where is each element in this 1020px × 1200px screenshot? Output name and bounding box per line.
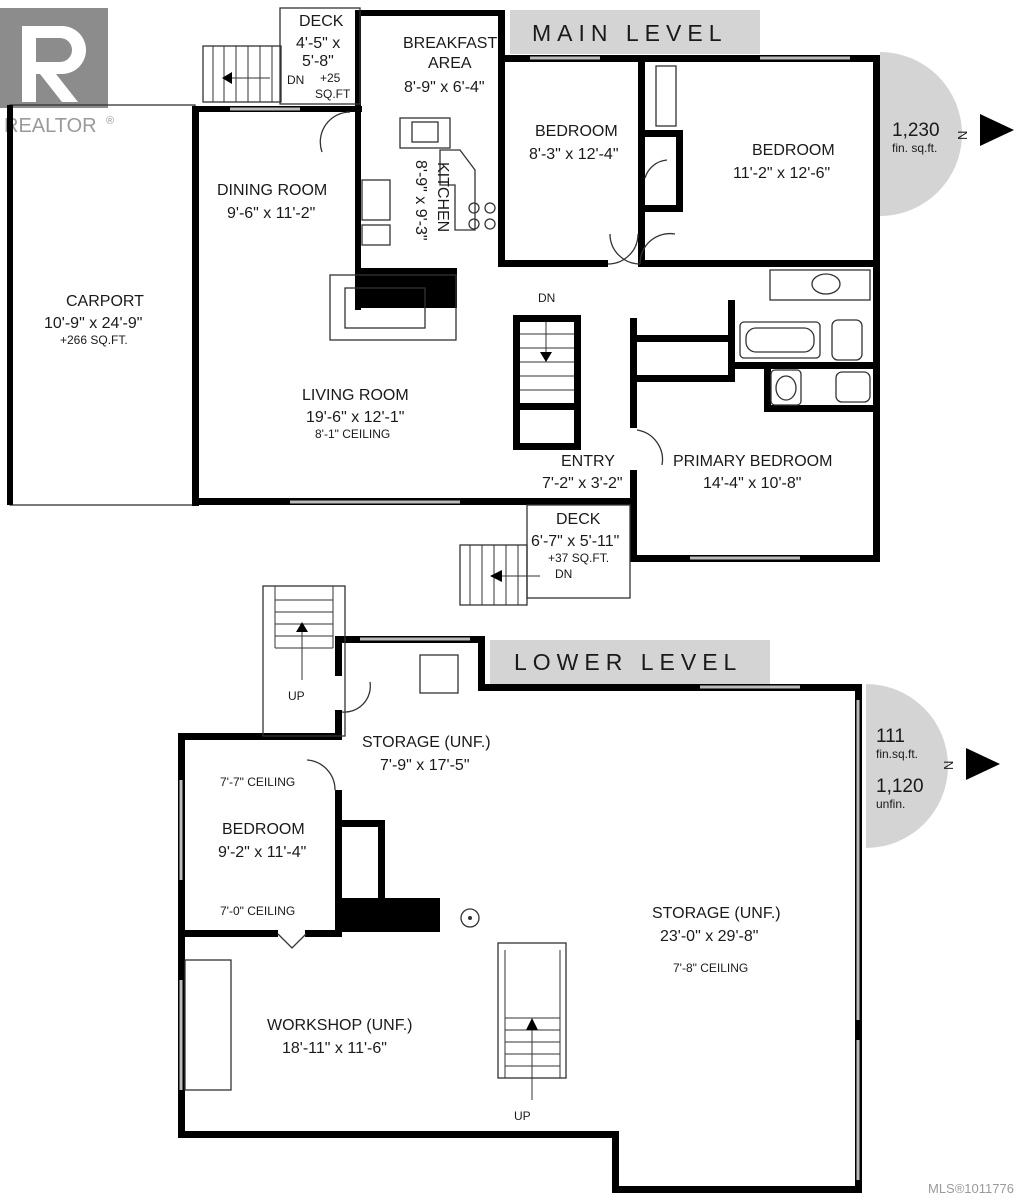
primary-name: PRIMARY BEDROOM — [673, 453, 832, 470]
living-dim: 19'-6" x 12'-1" — [306, 409, 404, 426]
kitchen-name: KITCHEN — [434, 162, 451, 232]
entry-dim: 7'-2" x 3'-2" — [542, 475, 623, 492]
deck-top-dim1: 4'-5" x — [296, 35, 340, 52]
lower-stair-up-label: UP — [288, 689, 305, 703]
breakfast-name2: AREA — [428, 55, 472, 72]
storage-large-ceiling: 7'-8" CEILING — [673, 961, 748, 975]
carport-extra: +266 SQ.FT. — [60, 333, 128, 347]
deck-bottom-name: DECK — [556, 511, 601, 528]
bedroom1-name: BEDROOM — [535, 123, 618, 140]
storage-small-dim: 7'-9" x 17'-5" — [380, 757, 470, 774]
lower-level-walls — [178, 585, 862, 1193]
main-north-label: N — [955, 131, 970, 140]
entry-name: ENTRY — [561, 453, 615, 470]
deck-top-extra2: SQ.FT — [315, 87, 351, 101]
deck-stair-arrow-icon — [222, 72, 232, 84]
breakfast-dim: 8'-9" x 6'-4" — [404, 79, 485, 96]
lower-north-arrow-icon — [966, 748, 1000, 780]
realtor-logo: REALTOR ® — [0, 8, 114, 137]
bedroom-ceiling1: 7'-7" CEILING — [220, 775, 295, 789]
main-level-title: MAIN LEVEL — [532, 20, 728, 46]
main-area-badge: 1,230 fin. sq.ft. N — [880, 52, 1014, 216]
bedroom2-name: BEDROOM — [752, 142, 835, 159]
bedroom1-dim: 8'-3" x 12'-4" — [529, 146, 619, 163]
main-level-labels: DECK 4'-5" x 5'-8" +25 SQ.FT DN BREAKFAS… — [44, 13, 835, 581]
primary-dim: 14'-4" x 10'-8" — [703, 475, 801, 492]
mls-number: MLS®1011776 — [928, 1181, 1014, 1196]
carport-dim: 10'-9" x 24'-9" — [44, 315, 142, 332]
deck-bottom-arrow-icon — [490, 570, 502, 582]
lower-unfin-value: 1,120 — [876, 776, 924, 797]
deck-bottom-stair-label: DN — [555, 567, 572, 581]
center-stair-up-arrow-icon — [526, 1018, 538, 1030]
deck-bottom-dim: 6'-7" x 5'-11" — [531, 533, 619, 550]
living-name: LIVING ROOM — [302, 387, 409, 404]
lower-unfin-unit: unfin. — [876, 797, 905, 811]
living-ceiling: 8'-1" CEILING — [315, 427, 390, 441]
main-area-unit: fin. sq.ft. — [892, 141, 937, 155]
stair-down-arrow-icon — [540, 352, 552, 362]
deck-top-extra1: +25 — [320, 71, 341, 85]
deck-top-name: DECK — [299, 13, 344, 30]
lower-area-badge: 111 fin.sq.ft. 1,120 unfin. N — [866, 684, 1000, 848]
bedroom2-dim: 11'-2" x 12'-6" — [733, 165, 830, 182]
lower-level-labels: UP STORAGE (UNF.) 7'-9" x 17'-5" 7'-7" C… — [218, 689, 781, 1123]
center-stair-up-label: UP — [514, 1109, 531, 1123]
lower-level-header: LOWER LEVEL — [490, 640, 770, 684]
carport-name: CARPORT — [66, 293, 144, 310]
lower-north-label: N — [941, 761, 956, 770]
workshop-name: WORKSHOP (UNF.) — [267, 1017, 412, 1034]
deck-bottom-extra: +37 SQ.FT. — [548, 551, 609, 565]
bedroom-ceiling2: 7'-0" CEILING — [220, 904, 295, 918]
main-level-header: MAIN LEVEL — [510, 10, 760, 54]
realtor-r-logo — [0, 8, 108, 108]
deck-top-dim2: 5'-8" — [302, 53, 334, 70]
workshop-dim: 18'-11" x 11'-6" — [282, 1040, 387, 1057]
lower-fin-unit: fin.sq.ft. — [876, 747, 918, 761]
registered-mark: ® — [106, 115, 114, 127]
dining-name: DINING ROOM — [217, 182, 327, 199]
north-arrow-icon — [980, 114, 1014, 146]
lower-bedroom-name: BEDROOM — [222, 821, 305, 838]
lower-bedroom-dim: 9'-2" x 11'-4" — [218, 844, 306, 861]
lower-fin-value: 111 — [876, 726, 905, 747]
kitchen-dim: 8'-9" x 9'-3" — [412, 160, 429, 241]
deck-top-stair-label: DN — [287, 73, 304, 87]
breakfast-name1: BREAKFAST — [403, 35, 497, 52]
main-level-walls — [7, 7, 880, 606]
dining-dim: 9'-6" x 11'-2" — [227, 205, 315, 222]
lower-stair-up-arrow-icon — [296, 622, 308, 632]
realtor-wordmark: REALTOR — [4, 115, 97, 137]
storage-large-dim: 23'-0" x 29'-8" — [660, 928, 758, 945]
lower-level-title: LOWER LEVEL — [514, 649, 742, 675]
storage-large-name: STORAGE (UNF.) — [652, 905, 781, 922]
main-stair-dn-label: DN — [538, 291, 555, 305]
main-area-value: 1,230 — [892, 120, 940, 141]
storage-small-name: STORAGE (UNF.) — [362, 734, 491, 751]
